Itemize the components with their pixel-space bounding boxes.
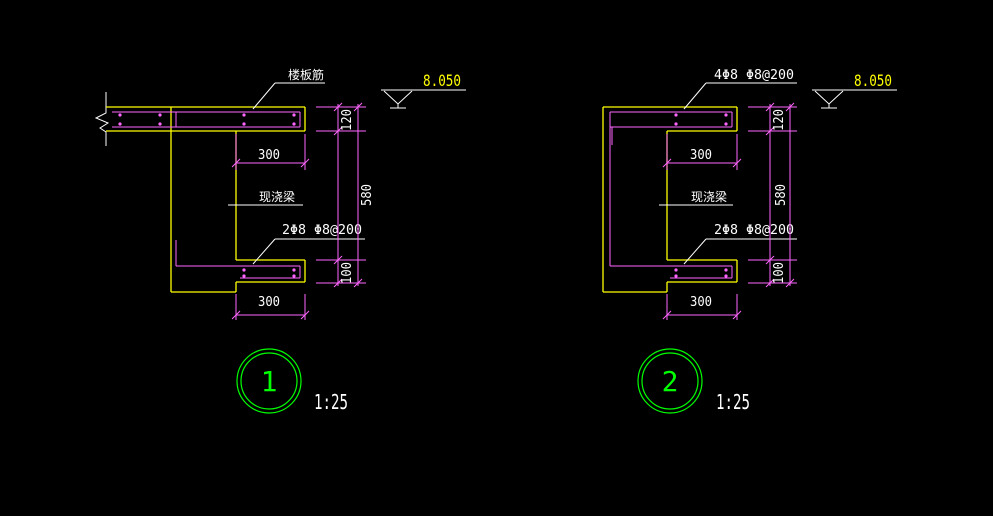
beam-label: 现浇梁 xyxy=(259,189,295,204)
leaders xyxy=(659,82,797,265)
rebar xyxy=(112,111,301,279)
beam-label: 现浇梁 xyxy=(691,189,727,204)
elevation-value: 8.050 xyxy=(854,71,892,90)
dimension-lines xyxy=(662,102,797,320)
callout-number: 1 xyxy=(261,365,278,398)
dim-total-height: 580 xyxy=(774,184,789,206)
beam-outline xyxy=(602,106,738,293)
rebar xyxy=(609,111,733,279)
scale-label: 1:25 xyxy=(314,390,348,414)
dim-top-width: 300 xyxy=(258,148,280,163)
elevation-marker xyxy=(812,89,897,109)
leaders xyxy=(228,82,365,265)
bottom-rebar-label: 2Φ8 Φ8@200 xyxy=(714,223,794,238)
elevation-value: 8.050 xyxy=(423,71,461,90)
scale-label: 1:25 xyxy=(716,390,750,414)
dim-bottom-width: 300 xyxy=(258,295,280,310)
dim-top-height: 120 xyxy=(772,109,787,131)
dim-top-height: 120 xyxy=(340,109,355,131)
detail-callout-outer xyxy=(236,348,302,414)
detail-callout-outer xyxy=(637,348,703,414)
slab-break-line xyxy=(94,92,110,146)
dim-total-height: 580 xyxy=(360,184,375,206)
dimension-lines xyxy=(231,102,366,320)
dim-bottom-height: 100 xyxy=(772,262,787,284)
bottom-rebar-label: 2Φ8 Φ8@200 xyxy=(282,223,362,238)
elevation-marker xyxy=(381,89,466,109)
detail-2: 4Φ8 Φ8@200 现浇梁 2Φ8 Φ8@200 8.050 xyxy=(602,68,897,414)
dim-top-width: 300 xyxy=(690,148,712,163)
top-rebar-label: 4Φ8 Φ8@200 xyxy=(714,68,794,83)
detail-callout-inner xyxy=(641,352,699,410)
callout-number: 2 xyxy=(662,365,679,398)
dim-bottom-width: 300 xyxy=(690,295,712,310)
detail-1: 楼板筋 现浇梁 2Φ8 Φ8@200 8.050 xyxy=(94,67,466,414)
detail-callout-inner xyxy=(240,352,298,410)
dim-bottom-height: 100 xyxy=(340,262,355,284)
top-rebar-label: 楼板筋 xyxy=(288,67,324,82)
